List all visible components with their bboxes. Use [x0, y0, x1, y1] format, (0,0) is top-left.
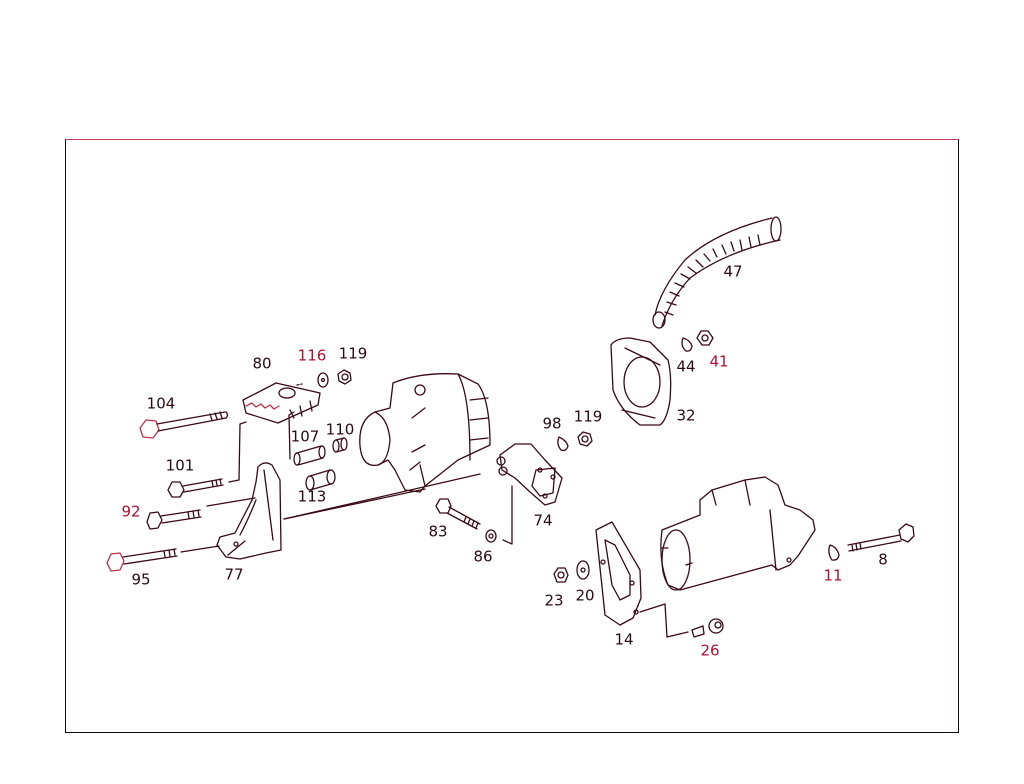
nut-119b-icon	[577, 431, 593, 447]
bracket-14-icon	[595, 521, 642, 626]
bolt-95-icon	[106, 548, 178, 572]
washer-11-icon	[828, 544, 840, 561]
bush-107-icon	[293, 445, 326, 466]
part-label-80: 80	[252, 354, 272, 373]
leader-line	[283, 473, 481, 520]
part-label-119b: 119	[573, 407, 603, 426]
bolt-104-icon	[139, 411, 229, 439]
washer-86-icon	[485, 529, 497, 543]
part-label-74: 74	[533, 511, 553, 530]
bush-113-icon	[305, 469, 336, 491]
bolt-101-icon	[167, 478, 224, 498]
diagram-frame	[65, 139, 959, 733]
part-label-47: 47	[723, 262, 743, 281]
part-label-113: 113	[297, 487, 327, 506]
part-label-83: 83	[428, 522, 448, 541]
part-label-8: 8	[878, 550, 888, 569]
alternator-icon	[359, 373, 491, 493]
part-label-104: 104	[146, 394, 176, 413]
part-label-23: 23	[544, 591, 564, 610]
starter-motor-icon	[660, 476, 816, 591]
bolt-8-icon	[847, 523, 915, 552]
leader-line	[639, 603, 689, 638]
part-label-41: 41	[709, 352, 729, 371]
bush-110-icon	[332, 437, 348, 453]
housing-32-icon	[610, 337, 672, 426]
nut-23-icon	[553, 567, 569, 583]
washer-20-icon	[576, 560, 590, 580]
part-label-116: 116	[297, 346, 327, 365]
part-label-101: 101	[165, 456, 195, 475]
part-label-119: 119	[338, 344, 368, 363]
nut-119-icon	[337, 369, 352, 385]
leader-line	[502, 485, 513, 545]
mount-74-icon	[496, 443, 563, 506]
bracket-77-icon	[216, 462, 282, 560]
part-label-86: 86	[473, 547, 493, 566]
part-label-92: 92	[121, 502, 141, 521]
bolt-92-icon	[146, 509, 202, 530]
washer-116-icon	[317, 372, 329, 388]
part-label-26: 26	[700, 641, 720, 660]
bracket-80-icon	[242, 382, 321, 424]
part-label-20: 20	[575, 586, 595, 605]
part-label-14: 14	[614, 630, 634, 649]
bolt-26-icon	[691, 618, 724, 638]
leader-line	[228, 421, 247, 483]
part-label-98: 98	[542, 414, 562, 433]
bolt-83-icon	[435, 498, 481, 530]
part-label-44: 44	[676, 357, 696, 376]
part-label-95: 95	[131, 570, 151, 589]
part-label-11: 11	[823, 566, 843, 585]
nut-41-icon	[696, 330, 714, 346]
part-label-110: 110	[325, 420, 355, 439]
part-label-77: 77	[224, 565, 244, 584]
part-label-32: 32	[676, 406, 696, 425]
part-label-107: 107	[290, 427, 320, 446]
washer-44-icon	[681, 337, 693, 352]
washer-98-icon	[557, 436, 569, 452]
hose-47-icon	[652, 216, 782, 329]
